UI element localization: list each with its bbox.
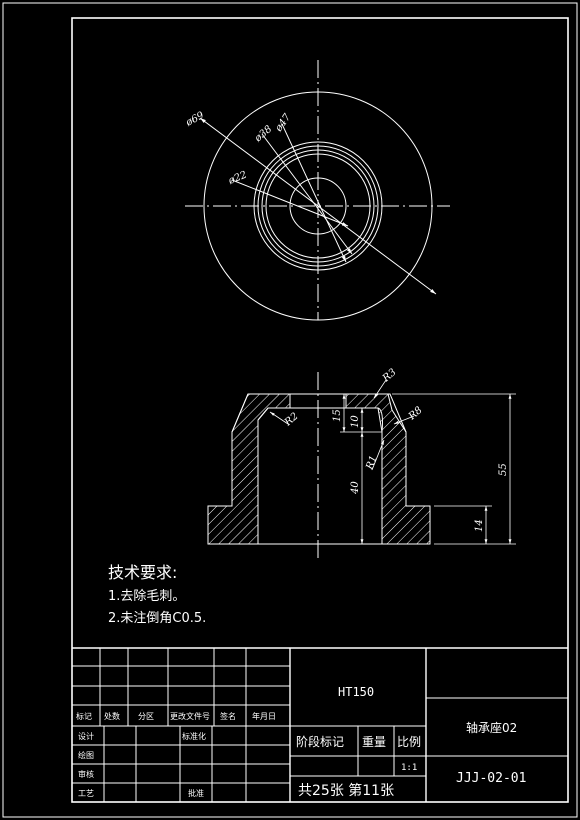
tb-drawing-no: JJJ-02-01 — [456, 771, 526, 786]
tb-header-zone: 分区 — [138, 712, 154, 721]
tb-scale-value: 1:1 — [401, 763, 417, 773]
dim-10: 10 — [350, 415, 361, 428]
plan-view — [185, 60, 450, 321]
tb-approve: 批准 — [188, 788, 204, 798]
dim-d47: ø47 — [273, 112, 294, 135]
tb-header-count: 处数 — [104, 711, 120, 721]
dim-r1: R1 — [364, 454, 379, 472]
tb-header-date: 年月日 — [252, 711, 276, 721]
dim-r2: R2 — [282, 411, 300, 429]
dim-r3: R3 — [380, 367, 398, 385]
tb-row-process: 工艺 — [78, 789, 94, 798]
tb-stage-mark: 阶段标记 — [296, 734, 344, 749]
section-left-hatch — [207, 393, 291, 545]
tb-part-name: 轴承座02 — [466, 720, 517, 735]
tech-req-item-1: 1.去除毛刺。 — [108, 589, 185, 604]
tb-header-sign: 签名 — [220, 711, 236, 721]
tech-req-title: 技术要求: — [108, 563, 177, 582]
dim-15: 15 — [332, 409, 343, 422]
tb-weight: 重量 — [362, 735, 386, 749]
title-block — [72, 647, 568, 802]
dim-40: 40 — [350, 481, 361, 495]
tb-header-change-doc: 更改文件号 — [170, 711, 210, 721]
tb-row-design: 设计 — [78, 731, 94, 741]
dim-d22: ø22 — [226, 170, 248, 188]
dim-d38: ø38 — [252, 124, 274, 145]
dim-14: 14 — [474, 519, 485, 532]
dim-r8: R8 — [406, 405, 424, 423]
tb-material: HT150 — [338, 685, 374, 699]
tb-sheet-info: 共25张 第11张 — [298, 782, 394, 799]
tb-header-mark: 标记 — [76, 711, 92, 721]
tb-scale-label: 比例 — [397, 735, 421, 749]
inner-frame — [71, 17, 569, 803]
tech-req-item-2: 2.未注倒角C0.5. — [108, 611, 206, 626]
tb-row-draw: 绘图 — [78, 750, 94, 760]
dim-55: 55 — [498, 463, 509, 476]
section-view — [207, 372, 431, 560]
dim-d69: ø69 — [183, 110, 206, 129]
tb-standardize: 标准化 — [182, 731, 206, 741]
tb-row-review: 审核 — [78, 769, 94, 779]
